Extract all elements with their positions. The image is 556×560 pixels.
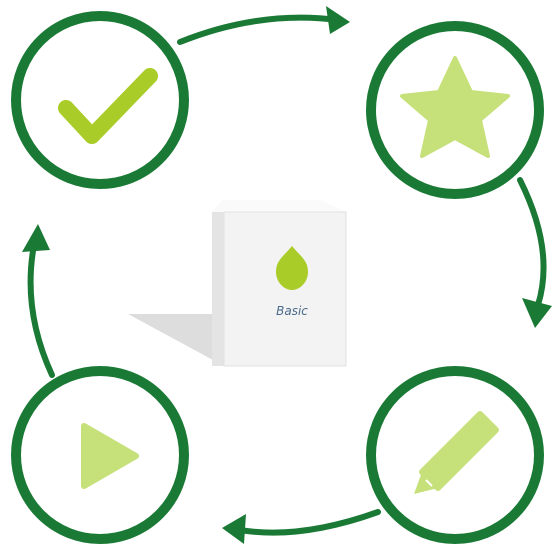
box-top bbox=[212, 200, 346, 212]
arrow-top bbox=[180, 18, 338, 42]
arrow-bottom bbox=[240, 512, 378, 533]
arrow-bottom-head bbox=[222, 514, 246, 544]
arrow-right bbox=[520, 180, 544, 305]
box-label: Basic bbox=[276, 304, 308, 318]
center-box: Basic bbox=[128, 200, 346, 366]
node-star bbox=[371, 26, 539, 194]
node-checkmark bbox=[16, 16, 184, 184]
arrow-left-head bbox=[22, 224, 50, 252]
arrow-right-head bbox=[522, 298, 552, 328]
box-side bbox=[212, 200, 224, 366]
box-shadow bbox=[128, 314, 224, 366]
node-pencil bbox=[371, 371, 539, 539]
arrow-top-head bbox=[326, 6, 350, 34]
box-face bbox=[224, 212, 346, 366]
node-play bbox=[16, 371, 184, 539]
arrow-left bbox=[31, 245, 52, 375]
